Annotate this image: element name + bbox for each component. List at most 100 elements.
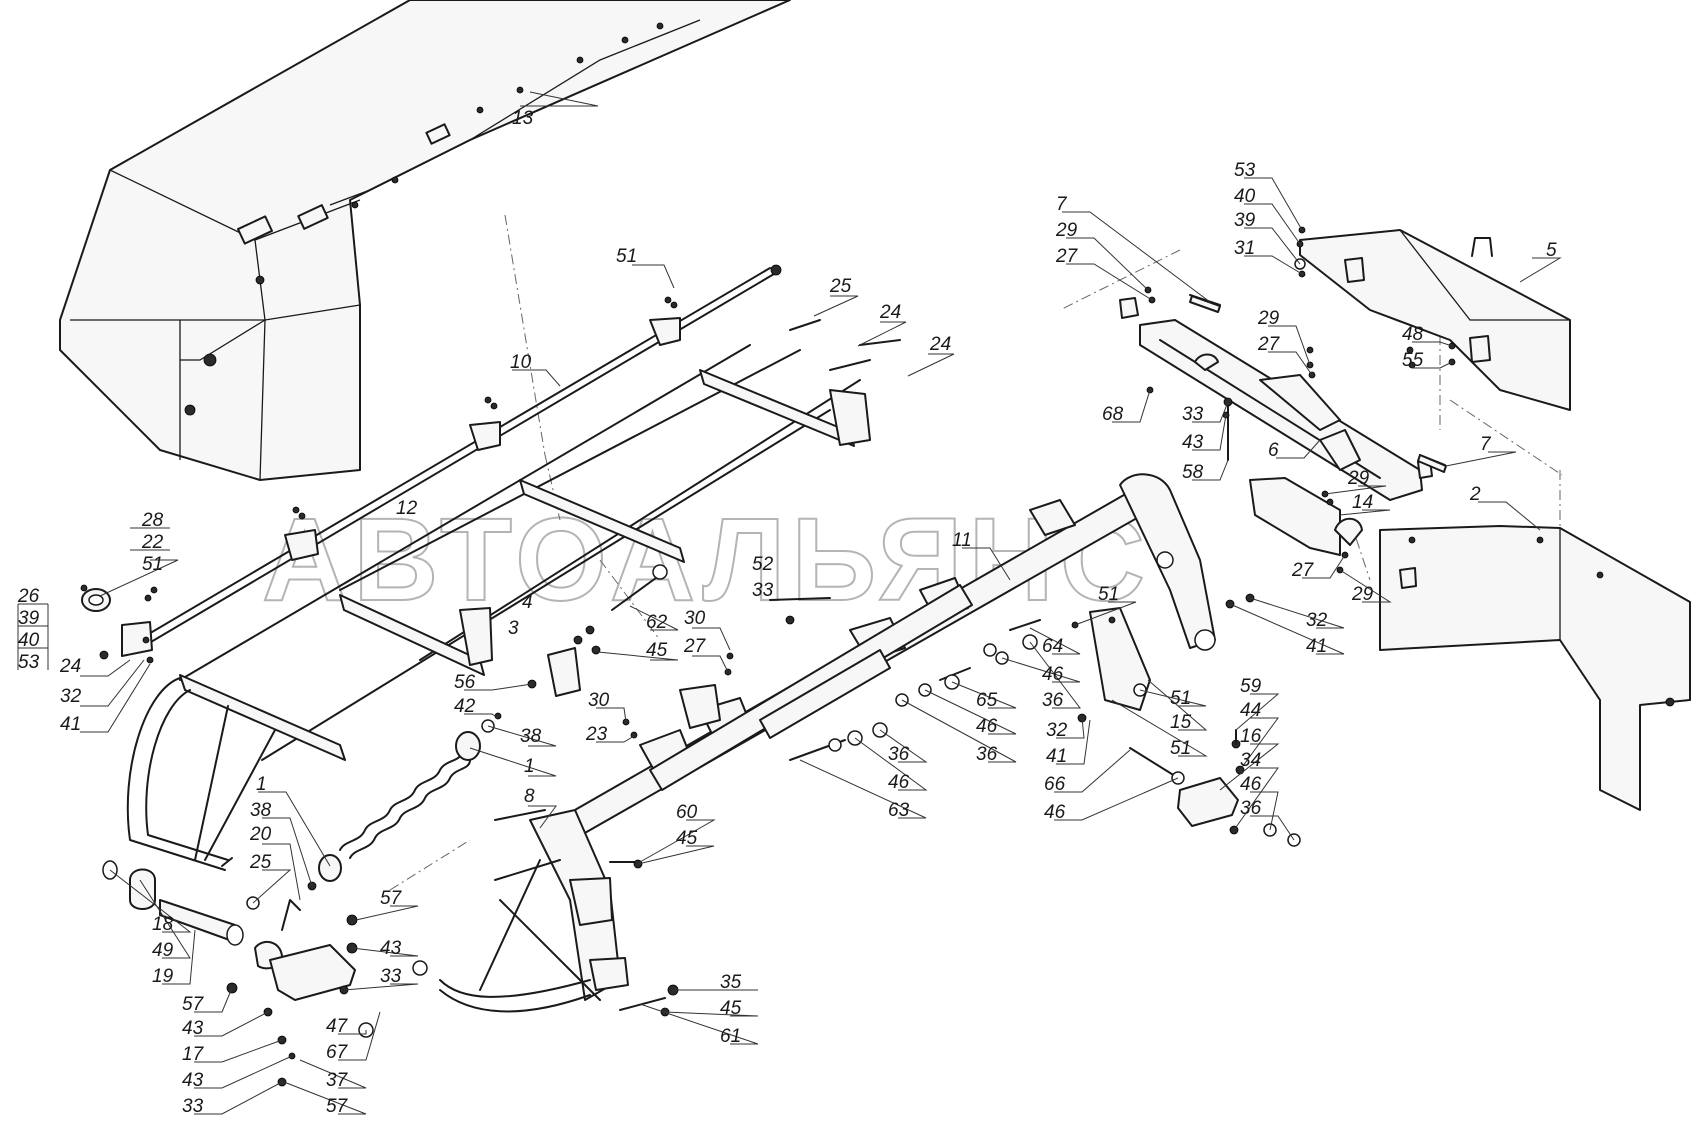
callout-55: 55: [1402, 350, 1424, 371]
callout-60: 60: [676, 802, 698, 823]
callout-57: 57: [326, 1096, 349, 1117]
callout-33: 33: [1182, 404, 1204, 425]
callout-32: 32: [1306, 610, 1328, 631]
callout-35: 35: [720, 972, 742, 993]
callout-41: 41: [1046, 746, 1067, 767]
callout-7: 7: [1056, 194, 1068, 215]
callout-36: 36: [1240, 798, 1262, 819]
guard-part-2: [1379, 525, 1691, 811]
callout-6: 6: [1268, 440, 1279, 461]
callout-28: 28: [141, 510, 164, 531]
callout-39: 39: [1234, 210, 1256, 231]
callout-27: 27: [683, 636, 707, 657]
callout-43: 43: [182, 1070, 204, 1091]
callout-33: 33: [752, 580, 774, 601]
callout-32: 32: [1046, 720, 1068, 741]
callout-4: 4: [522, 592, 533, 613]
callout-40: 40: [1234, 186, 1256, 207]
callout-36: 36: [1042, 690, 1064, 711]
callout-42: 42: [454, 696, 476, 717]
callout-52: 52: [752, 554, 774, 575]
callout-32: 32: [60, 686, 82, 707]
callout-26: 26: [17, 586, 40, 607]
callout-68: 68: [1102, 404, 1124, 425]
callout-51: 51: [616, 246, 637, 267]
callout-43: 43: [380, 938, 402, 959]
callout-24: 24: [879, 302, 901, 323]
callout-45: 45: [646, 640, 668, 661]
callout-29: 29: [1351, 584, 1374, 605]
callout-41: 41: [1306, 636, 1327, 657]
leader-lines: [80, 91, 1562, 1115]
bottom-left-small-parts: [102, 859, 679, 1087]
callout-58: 58: [1182, 462, 1204, 483]
housing-cover-part: [59, 0, 791, 481]
callout-51: 51: [1170, 738, 1191, 759]
callout-24: 24: [59, 656, 81, 677]
spring-part-8: [318, 731, 481, 882]
callout-19: 19: [152, 966, 174, 987]
callout-43: 43: [182, 1018, 204, 1039]
callout-36: 36: [888, 744, 910, 765]
callout-14: 14: [1352, 492, 1373, 513]
callout-15: 15: [1170, 712, 1192, 733]
callout-1: 1: [256, 774, 267, 795]
rod-part-10: [121, 264, 782, 657]
callout-40: 40: [18, 630, 40, 651]
main-beam-part-11: [439, 473, 1216, 1013]
callout-2: 2: [1469, 484, 1481, 505]
callout-37: 37: [326, 1070, 349, 1091]
callout-30: 30: [588, 690, 610, 711]
callout-38: 38: [250, 800, 272, 821]
callout-17: 17: [182, 1044, 205, 1065]
callout-23: 23: [585, 724, 608, 745]
callout-29: 29: [1347, 468, 1370, 489]
watermark: АВТОАЛЬЯНС: [262, 494, 1151, 626]
callout-51: 51: [1098, 584, 1119, 605]
callout-41: 41: [60, 714, 81, 735]
callout-53: 53: [18, 652, 40, 673]
callout-57: 57: [380, 888, 403, 909]
callout-66: 66: [1044, 774, 1066, 795]
callout-22: 22: [141, 532, 164, 553]
callout-27: 27: [1291, 560, 1315, 581]
callout-24: 24: [929, 334, 951, 355]
callout-53: 53: [1234, 160, 1256, 181]
mid-hardware: [481, 564, 1041, 761]
callout-27: 27: [1257, 334, 1281, 355]
callout-36: 36: [976, 744, 998, 765]
callout-10: 10: [510, 352, 532, 373]
callout-46: 46: [1042, 664, 1064, 685]
callout-45: 45: [720, 998, 742, 1019]
callout-57: 57: [182, 994, 205, 1015]
callout-3: 3: [508, 618, 519, 639]
callout-33: 33: [182, 1096, 204, 1117]
callout-13: 13: [512, 108, 534, 129]
callout-64: 64: [1042, 636, 1063, 657]
callout-44: 44: [1240, 700, 1261, 721]
callout-51: 51: [1170, 688, 1191, 709]
callout-65: 65: [976, 690, 998, 711]
callout-16: 16: [1240, 726, 1262, 747]
callout-43: 43: [1182, 432, 1204, 453]
callout-51: 51: [142, 554, 163, 575]
callout-5: 5: [1546, 240, 1557, 261]
bracket-part-14: [1225, 477, 1363, 609]
callout-46: 46: [976, 716, 998, 737]
callout-56: 56: [454, 672, 476, 693]
callout-29: 29: [1257, 308, 1280, 329]
callout-8: 8: [524, 786, 535, 807]
callout-46: 46: [1044, 802, 1066, 823]
callout-18: 18: [152, 914, 174, 935]
callout-45: 45: [676, 828, 698, 849]
ladder-frame-part-12: [126, 319, 901, 871]
cover-part-5: [1294, 226, 1571, 411]
callout-29: 29: [1055, 220, 1078, 241]
callout-67: 67: [326, 1042, 349, 1063]
callout-1: 1: [524, 756, 535, 777]
callout-33: 33: [380, 966, 402, 987]
callout-20: 20: [249, 824, 272, 845]
callout-46: 46: [1240, 774, 1262, 795]
